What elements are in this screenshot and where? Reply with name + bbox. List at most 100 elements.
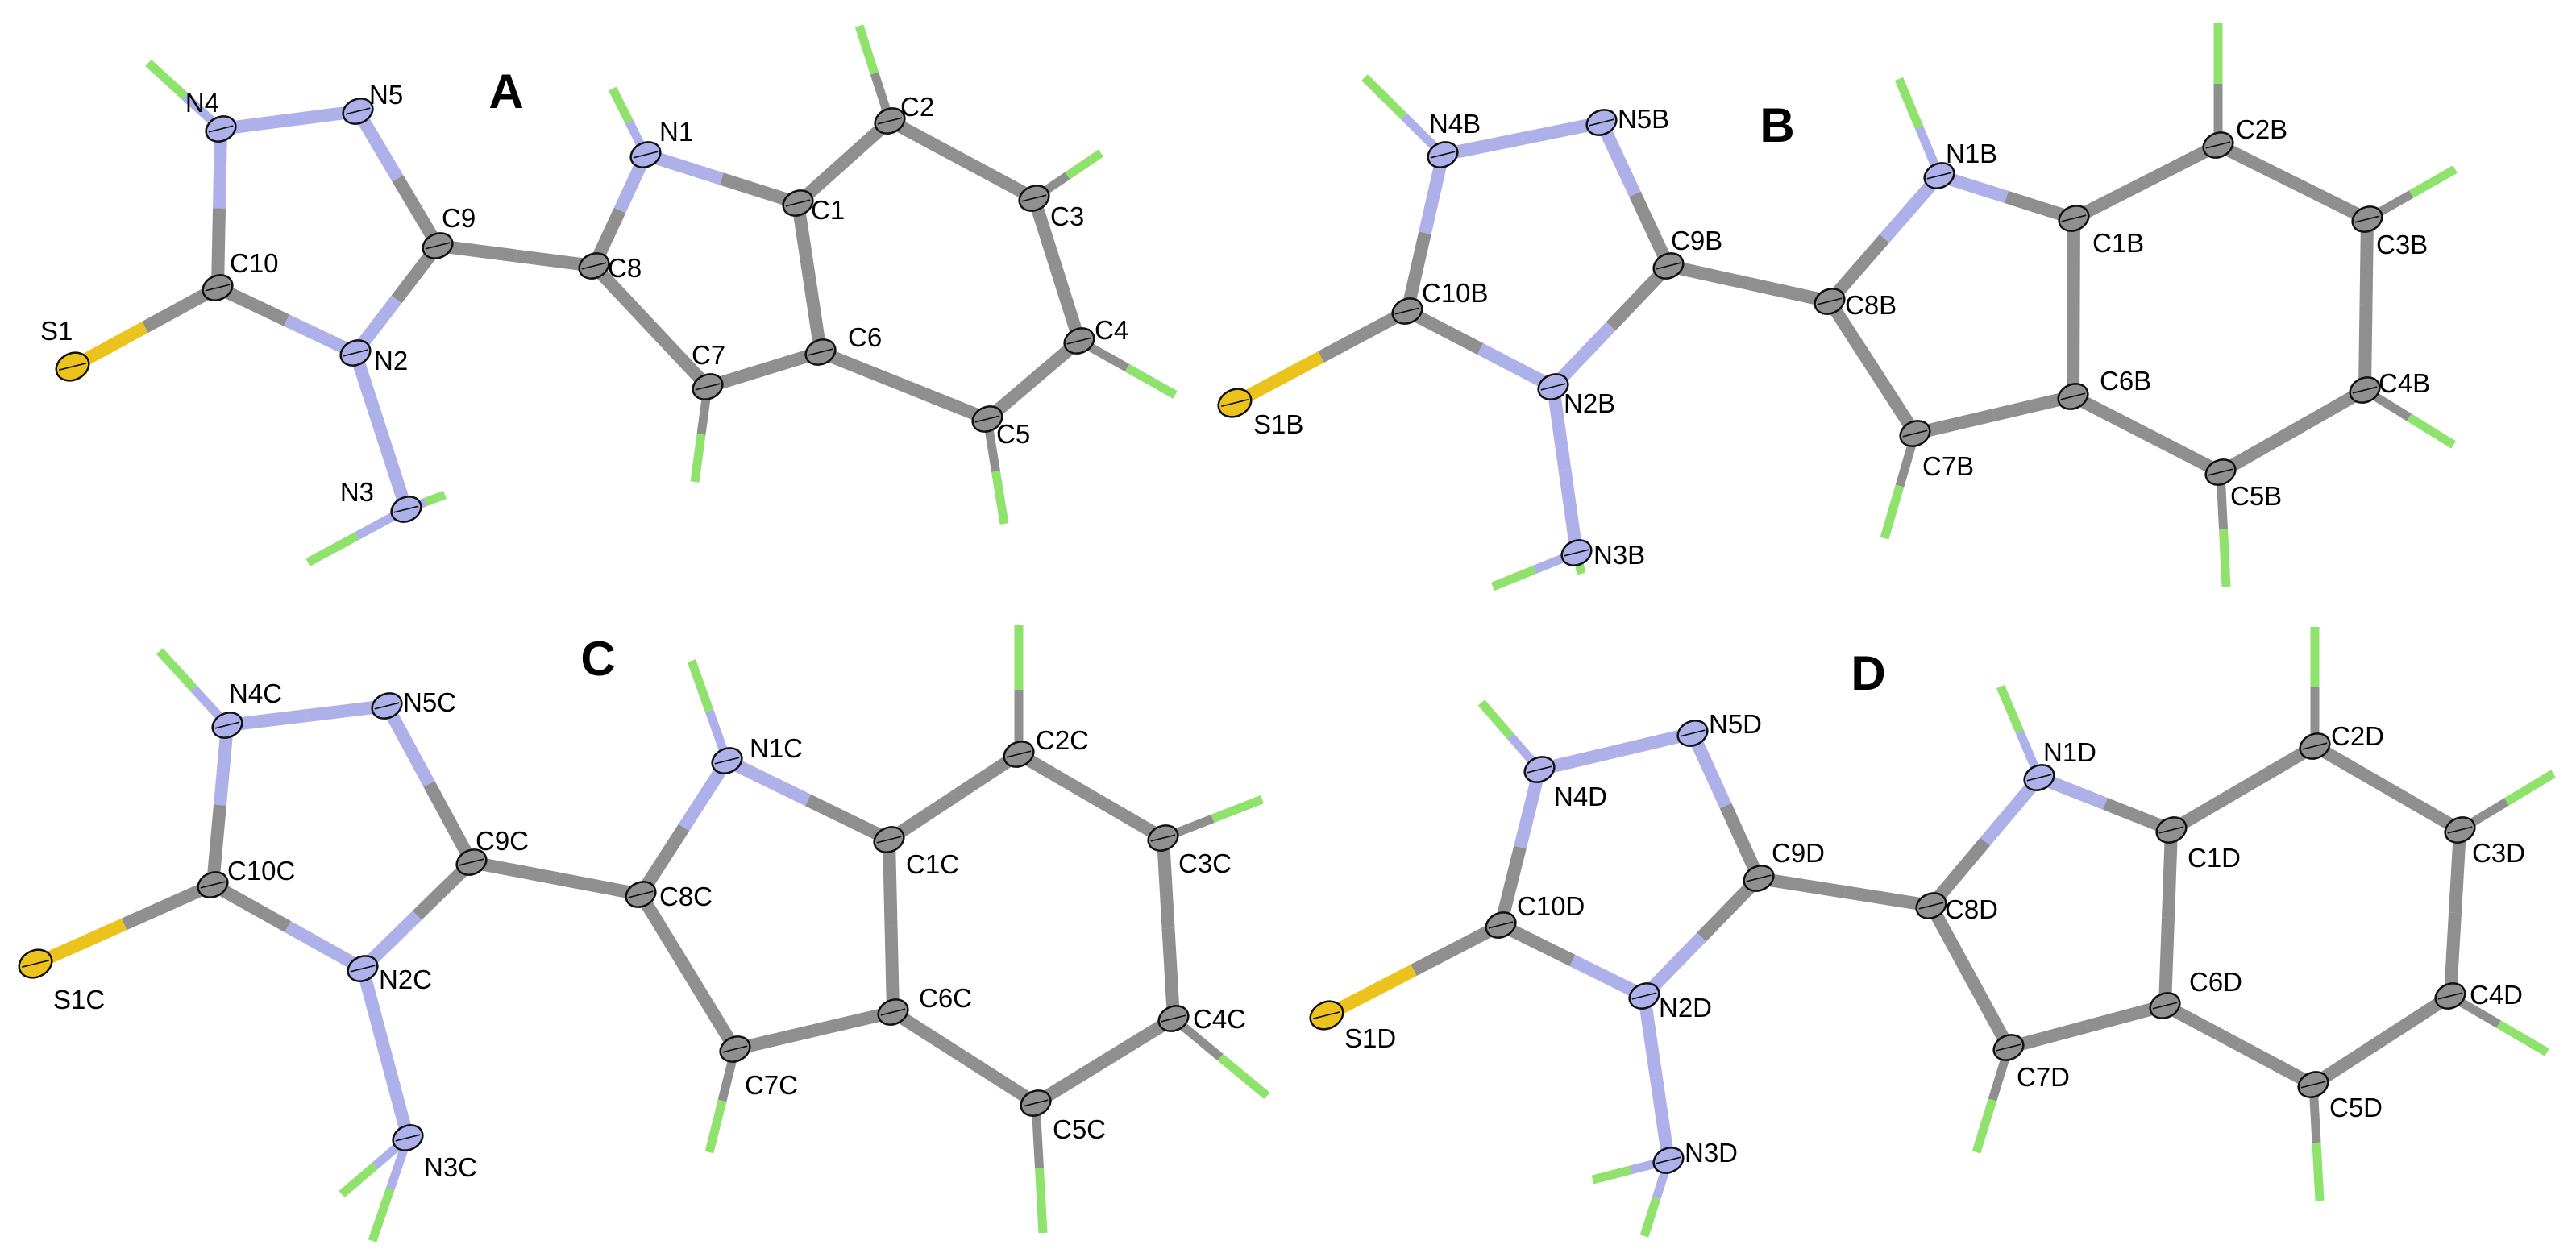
atom-label-c6: C6D — [2189, 967, 2242, 997]
bond-C1-C6 — [2162, 829, 2178, 919]
atom-c9 — [455, 848, 488, 876]
bond-h-N3a — [339, 1162, 378, 1198]
atom-label-n4: N4 — [185, 88, 219, 118]
bond-C3-C4 — [2358, 304, 2373, 391]
atom-label-c5: C5D — [2329, 1093, 2383, 1122]
atom-c9 — [1743, 865, 1775, 892]
bond-N2-N3 — [374, 429, 413, 512]
atom-label-s1: S1B — [1253, 409, 1303, 439]
atom-n4 — [205, 115, 237, 143]
atom-c4 — [2349, 376, 2381, 404]
atom-s1 — [18, 948, 53, 979]
atom-c5 — [2297, 1071, 2329, 1098]
bond-h-N3b — [368, 1188, 395, 1243]
atom-label-n1: N1C — [750, 733, 803, 763]
atom-n5 — [1676, 720, 1709, 747]
bond-C2-C3 — [2311, 741, 2391, 794]
bond-h-N1 — [609, 86, 634, 124]
bond-N5-C9 — [1686, 730, 1732, 809]
atom-c1 — [873, 826, 905, 853]
atom-c8 — [625, 881, 657, 908]
atom-label-c7: C7C — [745, 1070, 798, 1100]
atom-label-c6: C6B — [2100, 366, 2151, 396]
bond-N2-N3 — [349, 351, 388, 434]
bond-N5-C9 — [1719, 803, 1765, 882]
bond-h-N3a — [305, 532, 359, 566]
atom-label-n3: N3D — [1685, 1138, 1738, 1168]
bond-h-C5 — [2312, 1142, 2325, 1201]
bond-N5-C9 — [380, 703, 435, 787]
bond-C2-C3 — [1015, 749, 1095, 802]
bond-h-C4 — [2496, 1020, 2549, 1056]
atom-label-c3: C3D — [2472, 838, 2525, 868]
atom-label-n2: N2D — [1659, 993, 1712, 1023]
bond-C1-C6 — [883, 839, 898, 927]
bond-h-N4 — [1477, 699, 1514, 740]
atom-c7 — [719, 1035, 751, 1063]
bond-C1-C6 — [2158, 917, 2175, 1006]
atom-label-c5: C5C — [1053, 1114, 1106, 1144]
atom-c4 — [1157, 1005, 1190, 1032]
atom-label-s1: S1C — [53, 985, 105, 1014]
bond-C5-C6 — [2162, 999, 2242, 1052]
atom-label-c1: C1 — [811, 195, 845, 225]
atom-label-c4: C4 — [1095, 315, 1128, 345]
atom-label-c4: C4B — [2379, 368, 2430, 398]
atom-label-c3: C3 — [1050, 201, 1084, 231]
atom-n4 — [1427, 141, 1459, 168]
bond-N2-C10 — [210, 879, 291, 932]
atom-label-c1: C1B — [2092, 228, 2144, 258]
bond-h-N1 — [1996, 684, 2025, 734]
bond-h-N4 — [1361, 74, 1407, 119]
bond-C3-C4 — [1157, 837, 1175, 929]
atom-label-c2: C2 — [900, 92, 934, 122]
bond-C7-C8 — [1925, 902, 1976, 980]
bond-N2-N3 — [1638, 994, 1663, 1080]
atom-c5 — [971, 405, 1003, 433]
bond-N2-N3 — [379, 1051, 414, 1140]
atom-label-c9: C9B — [1671, 226, 1722, 255]
atom-label-c8: C8 — [608, 253, 642, 283]
bond-N2-C10 — [285, 921, 366, 974]
atom-c10 — [1391, 297, 1423, 325]
atom-c1 — [782, 189, 814, 217]
atom-n4 — [1523, 756, 1556, 783]
atom-n2 — [1537, 373, 1569, 400]
atom-label-n5: N5B — [1618, 104, 1669, 134]
bond-h-C3 — [2504, 770, 2556, 806]
atom-label-c8: C8C — [659, 882, 713, 911]
atom-c3 — [1018, 185, 1050, 212]
bond-N2-N3 — [1650, 1077, 1675, 1162]
atom-c7 — [1899, 420, 1931, 447]
atom-label-c6: C6 — [848, 322, 882, 352]
atom-c1 — [2155, 816, 2188, 844]
panel-label: C — [580, 632, 615, 686]
atom-label-n2: N2 — [374, 346, 408, 375]
atom-c2 — [1003, 741, 1035, 768]
atom-label-n5: N5D — [1709, 709, 1762, 739]
atom-label-n1: N1D — [2043, 737, 2096, 767]
atom-label-n5: N5C — [403, 687, 456, 717]
atom-label-n2: N2C — [379, 965, 432, 994]
atom-label-c7: C7B — [1922, 451, 1974, 481]
atom-label-n2: N2B — [1564, 388, 1615, 418]
atom-n3 — [392, 1124, 424, 1151]
atom-n3 — [1652, 1147, 1685, 1174]
atom-label-n1: N1 — [659, 117, 693, 147]
atom-label-n5: N5 — [369, 80, 403, 110]
bond-h-C7 — [1880, 484, 1905, 540]
atom-label-c4: C4D — [2470, 980, 2523, 1010]
atom-n3 — [390, 496, 422, 523]
atom-c8 — [1814, 288, 1846, 315]
atom-n5 — [371, 692, 403, 720]
atom-label-c4: C4C — [1193, 1004, 1246, 1034]
atom-c5 — [1020, 1089, 1052, 1117]
atom-label-c5: C5B — [2230, 481, 2282, 511]
atom-c2 — [2299, 732, 2331, 760]
bond-h-C7 — [1971, 1098, 1997, 1154]
atom-label-n3: N3C — [424, 1152, 477, 1182]
bond-h-C3 — [1211, 795, 1264, 824]
bond-N2-N3 — [356, 966, 392, 1056]
atom-n1 — [629, 141, 662, 168]
